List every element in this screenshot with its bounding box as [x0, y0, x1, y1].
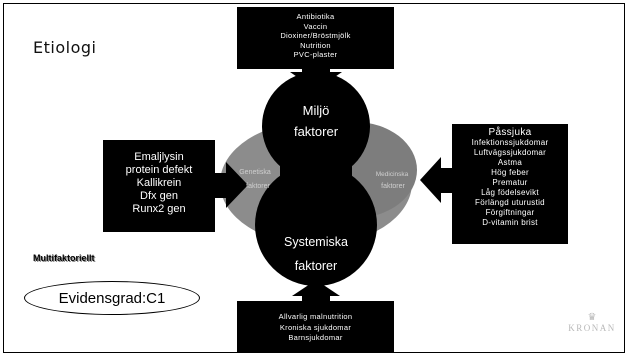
systemic-causes-box: Allvarlig malnutrition Kroniska sjukdoma…: [237, 301, 394, 353]
circle-top-line1: Miljö: [303, 103, 330, 118]
medical-causes-box: Påssjuka Infektionssjukdomar Luftvägssju…: [452, 124, 568, 244]
environment-causes-box: Antibiotika Vaccin Dioxiner/Bröstmjölk N…: [237, 7, 394, 69]
circle-top-line2: faktorer: [294, 124, 339, 139]
box-line: protein defekt: [125, 164, 193, 176]
box-line: Antibiotika: [296, 12, 335, 21]
box-line: Påssjuka: [488, 127, 532, 138]
box-line: Kallikrein: [136, 177, 182, 189]
ellipse-right-line2: faktorer: [381, 183, 405, 190]
box-line: Vaccin: [303, 21, 328, 31]
box-line: Dfx gen: [140, 190, 178, 202]
box-line: Allvarlig malnutrition: [278, 312, 353, 321]
box-line: Luftvägssjukdomar: [473, 148, 547, 157]
box-line: Astma: [497, 158, 523, 167]
evidence-grade-text: Evidensgrad:C1: [58, 289, 166, 307]
logo-name: KRONAN: [568, 323, 616, 333]
box-line: Emaljlysin: [134, 151, 184, 163]
box-line: Infektionssjukdomar: [471, 138, 549, 147]
environment-factors-circle: [262, 72, 370, 180]
bottom-arrow: [292, 280, 340, 302]
kronan-logo: ♛ KRONAN: [560, 313, 624, 334]
box-line: Förgiftningar: [485, 208, 535, 217]
box-line: Kroniska sjukdomar: [279, 322, 352, 332]
ellipse-left-line1: Genetiska: [239, 169, 271, 176]
ellipse-left-line2: faktorer: [246, 183, 270, 190]
multifactorial-label: Multifaktoriellt: [33, 253, 95, 263]
circle-bottom-line1: Systemiska: [284, 235, 348, 249]
top-arrow: [290, 68, 342, 90]
crown-icon: ♛: [587, 312, 597, 323]
right-arrow: [420, 157, 453, 203]
box-line: Dioxiner/Bröstmjölk: [280, 31, 351, 40]
box-line: Prematur: [492, 178, 528, 187]
box-line: D-vitamin brist: [482, 218, 538, 227]
box-line: Förlängd uturustid: [475, 198, 545, 207]
circle-join: [280, 160, 352, 190]
circle-bottom-line2: faktorer: [295, 259, 337, 273]
box-line: Barnsjukdomar: [288, 333, 343, 342]
box-line: PVC-plaster: [293, 50, 338, 59]
slide-title: Etiologi: [33, 38, 97, 57]
left-arrow: [214, 162, 248, 208]
ellipse-right-line1: Medicinska: [376, 171, 409, 178]
evidence-grade-oval: Evidensgrad:C1: [24, 281, 200, 315]
box-line: Hög feber: [491, 168, 529, 177]
box-line: Runx2 gen: [132, 203, 186, 215]
box-line: Nutrition: [300, 40, 331, 50]
genetic-causes-box: Emaljlysin protein defekt Kallikrein Dfx…: [103, 140, 215, 232]
systemic-factors-circle: [255, 164, 377, 286]
box-line: Låg födelsevikt: [481, 188, 539, 197]
